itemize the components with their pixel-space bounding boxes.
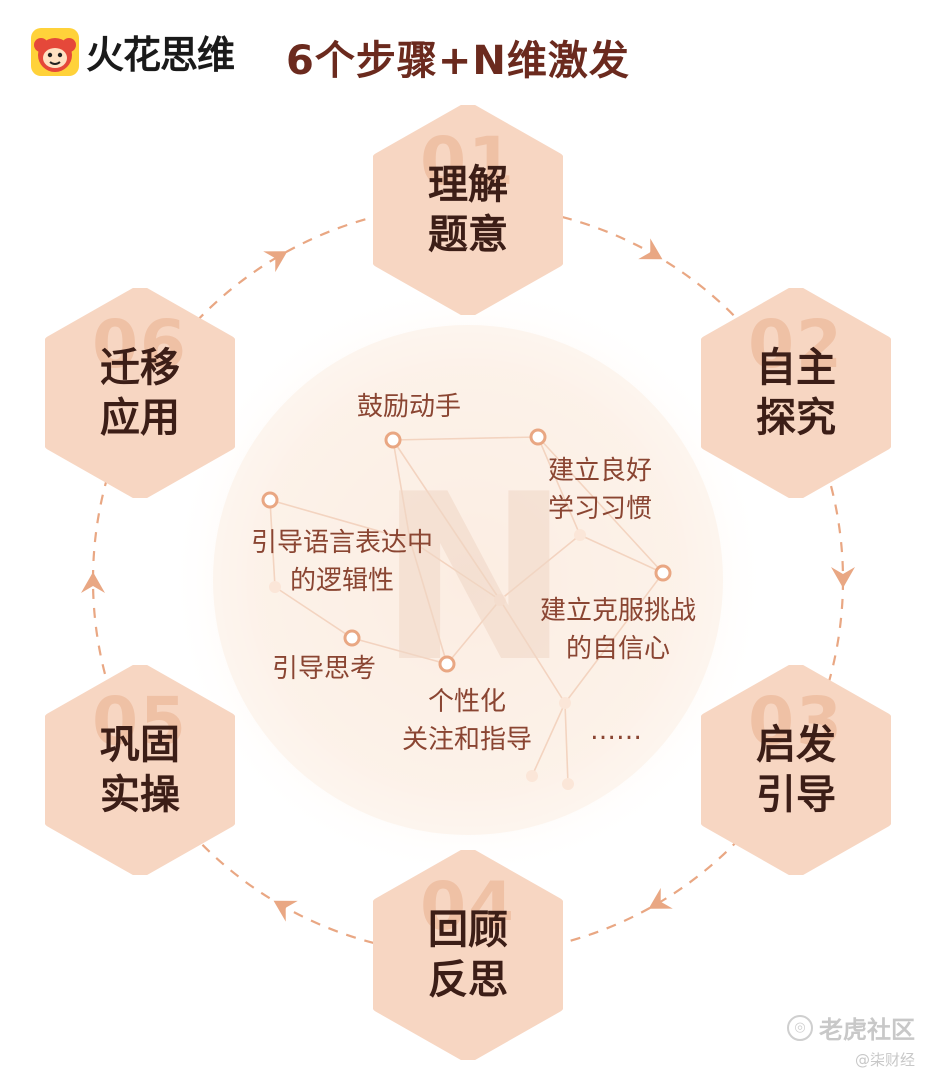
network-line (564, 572, 664, 704)
network-line (392, 436, 539, 441)
center-disc (213, 325, 723, 835)
step-number: 05 (92, 683, 188, 760)
step-label: 回顾反思 (428, 907, 508, 1003)
network-node (559, 697, 571, 709)
tiger-community-icon: ◎ (787, 1014, 813, 1041)
cycle-arrow-icon (273, 900, 298, 922)
hexagon-shape (45, 288, 235, 498)
network-node (384, 431, 402, 449)
network-line (269, 499, 411, 541)
step-label: 启发引导 (756, 722, 836, 818)
network-line (409, 539, 448, 665)
network-line (531, 702, 566, 777)
step-number: 06 (92, 306, 188, 383)
step-number: 03 (748, 683, 844, 760)
brand-name: 火花思维 (86, 33, 235, 77)
network-line (409, 539, 501, 601)
feature-tag: 引导语言表达中 的逻辑性 (250, 528, 433, 596)
feature-tag: …… (590, 716, 642, 746)
network-node (526, 770, 538, 782)
watermark-brand: 老虎社区 (819, 1016, 915, 1044)
page-title: 6个步骤+N维激发 (286, 38, 630, 84)
network-line (274, 586, 353, 639)
monkey-logo-icon (31, 27, 79, 76)
network-node (438, 655, 456, 673)
network-line (392, 439, 411, 541)
feature-tag: 建立良好 学习习惯 (548, 456, 653, 524)
cycle-arrow-icon (638, 238, 663, 260)
header: 火花思维 6个步骤+N维激发 (0, 0, 933, 100)
cycle-ring (81, 203, 855, 957)
step-number: 04 (420, 868, 516, 945)
network-line (537, 436, 581, 536)
network-line (351, 637, 448, 665)
network-line (499, 534, 581, 601)
network-nodes (261, 428, 672, 790)
hexagon-shape (373, 850, 563, 1060)
network-line (564, 702, 569, 785)
network-node (494, 594, 506, 606)
feature-tag: 建立克服挑战 的自信心 (539, 596, 696, 664)
center-letter-n: N (378, 446, 571, 713)
network-node (404, 534, 416, 546)
network-node (654, 564, 672, 582)
step-label: 巩固实操 (100, 722, 180, 818)
brand-logo: 火花思维 (30, 24, 235, 79)
cycle-arrow-icon (648, 887, 673, 909)
feature-tag: 引导思考 (272, 654, 377, 684)
cycle-arrow-icon (81, 572, 105, 593)
watermark-author: @柒财经 (854, 1051, 915, 1069)
watermark: ◎ 老虎社区 @柒财经 (787, 1010, 915, 1070)
network-node (562, 778, 574, 790)
feature-tag: 个性化 关注和指导 (401, 687, 532, 755)
step-number: 02 (748, 306, 844, 383)
step-number: 01 (420, 123, 516, 200)
network-node (269, 581, 281, 593)
cycle-arrow-icon (263, 251, 288, 273)
network-line (537, 436, 664, 574)
hexagon-shape (701, 665, 891, 875)
hexagon-shape (373, 105, 563, 315)
feature-tag: 鼓励动手 (357, 392, 462, 422)
hexagon-shape (45, 665, 235, 875)
step-label: 迁移应用 (100, 345, 180, 441)
network-node (343, 629, 361, 647)
network-line (392, 439, 501, 601)
step-label: 自主探究 (756, 345, 836, 441)
hexagon-shape (701, 288, 891, 498)
network-line (579, 534, 664, 574)
step-label: 理解题意 (428, 162, 508, 258)
network-node (261, 491, 279, 509)
network-node (529, 428, 547, 446)
cycle-arrow-icon (831, 567, 855, 588)
network-node (574, 529, 586, 541)
network-line (499, 599, 566, 704)
network-line (269, 499, 276, 588)
network-line (446, 599, 501, 665)
network-lines (269, 436, 664, 785)
